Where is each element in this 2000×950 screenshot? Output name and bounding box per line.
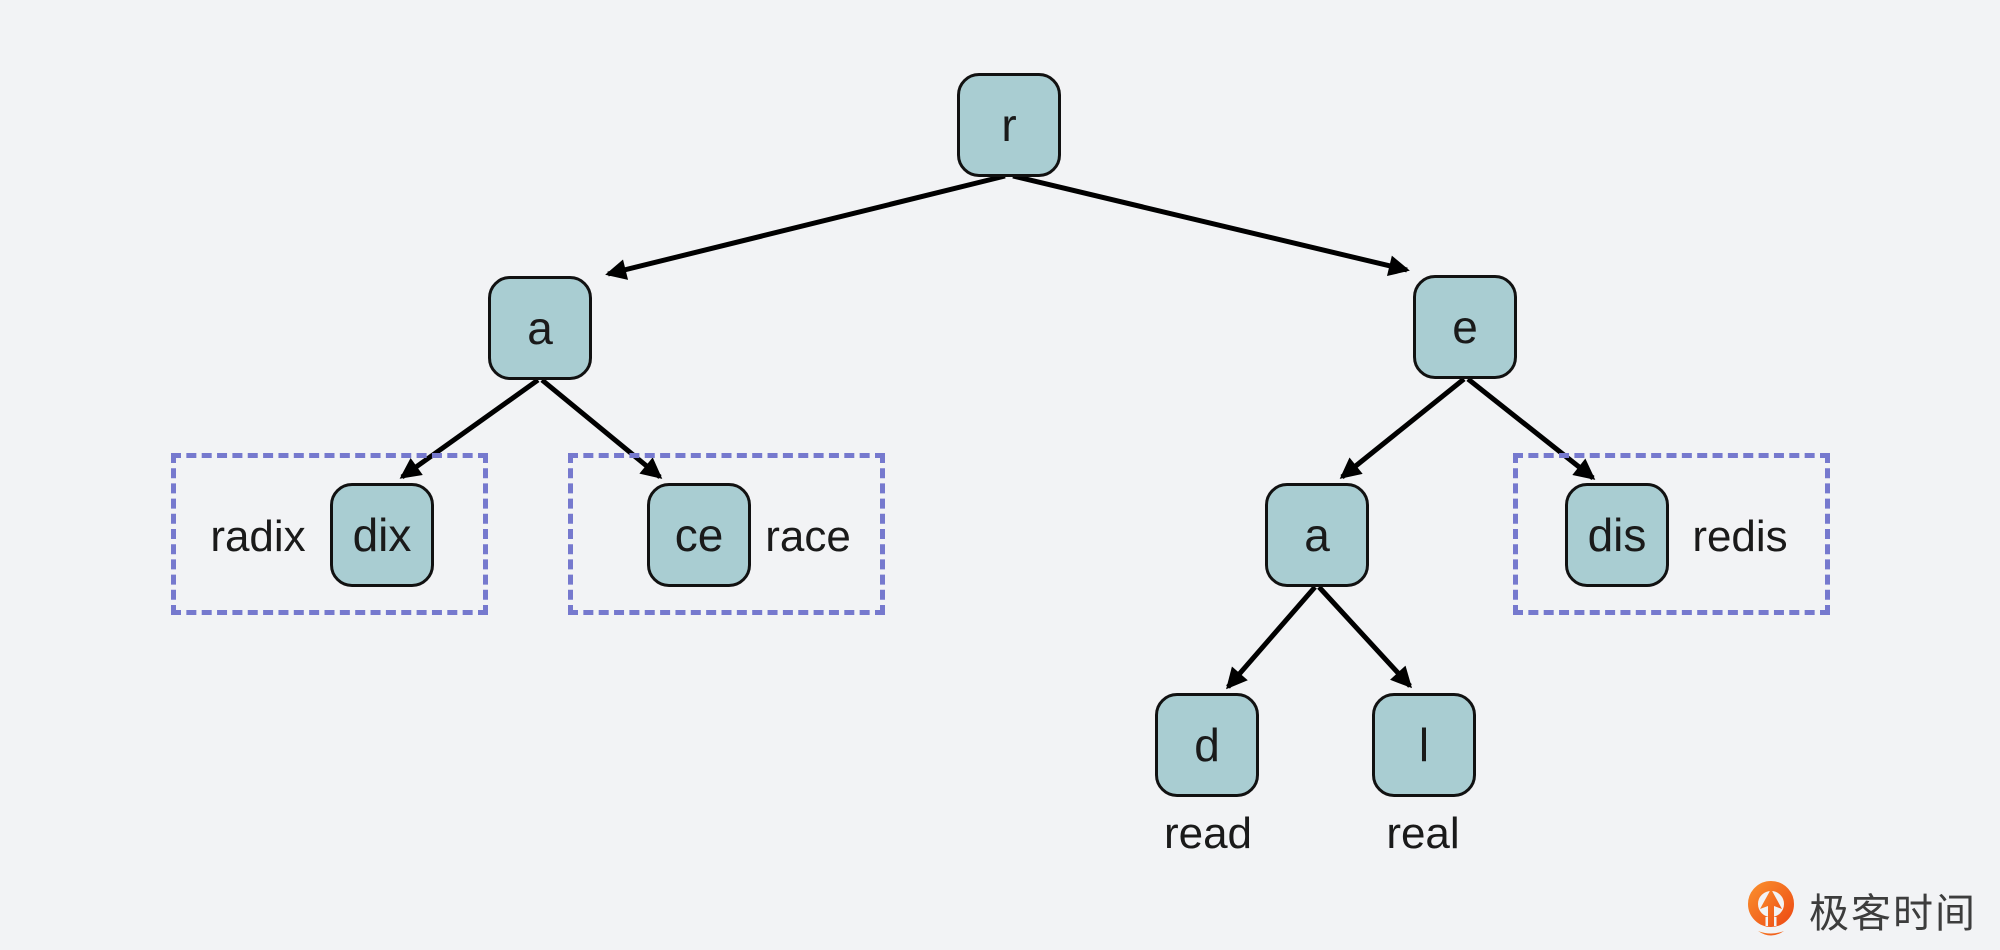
tree-node-label: e (1452, 301, 1478, 353)
geektime-logo-icon (1748, 881, 1794, 936)
tree-node-dis: dis (1565, 483, 1669, 587)
tree-node-label: a (1304, 509, 1330, 561)
edge-a-to-l (1317, 585, 1412, 689)
edge-a-to-dix (399, 377, 540, 480)
word-label-read: read (1163, 809, 1253, 858)
tree-node-label: r (1001, 99, 1017, 151)
tree-node-ce: ce (647, 483, 751, 587)
word-label-real: real (1386, 809, 1460, 858)
edge-e-to-a (1339, 377, 1466, 479)
tree-node-label: l (1418, 719, 1430, 771)
word-label-redis: redis (1692, 512, 1788, 561)
tree-node-dix: dix (330, 483, 434, 587)
tree-node-label: dix (352, 509, 412, 561)
edge-r-to-a (605, 173, 1006, 280)
edge-r-to-e (1012, 173, 1410, 277)
word-label-radix: radix (210, 512, 306, 561)
tree-node-label: d (1194, 719, 1220, 771)
word-label-race: race (765, 512, 851, 561)
tree-node-e: e (1413, 275, 1517, 379)
tree-node-label: ce (674, 509, 724, 561)
word-group-race (568, 453, 885, 615)
tree-node-label: dis (1587, 509, 1647, 561)
edge-a-to-ce (540, 378, 663, 479)
word-group-radix (171, 453, 488, 615)
tree-node-d: d (1155, 693, 1259, 797)
tree-node-a-left: a (488, 276, 592, 380)
edge-e-to-dis (1466, 377, 1596, 480)
tree-node-label: a (527, 302, 553, 354)
geektime-logo: 极客时间 (1745, 880, 1977, 940)
tree-node-l: l (1372, 693, 1476, 797)
tree-node-a-mid: a (1265, 483, 1369, 587)
edge-a-to-d (1226, 585, 1317, 690)
geektime-logo-text: 极客时间 (1809, 892, 1977, 936)
word-group-redis (1513, 453, 1830, 615)
tree-node-r: r (957, 73, 1061, 177)
